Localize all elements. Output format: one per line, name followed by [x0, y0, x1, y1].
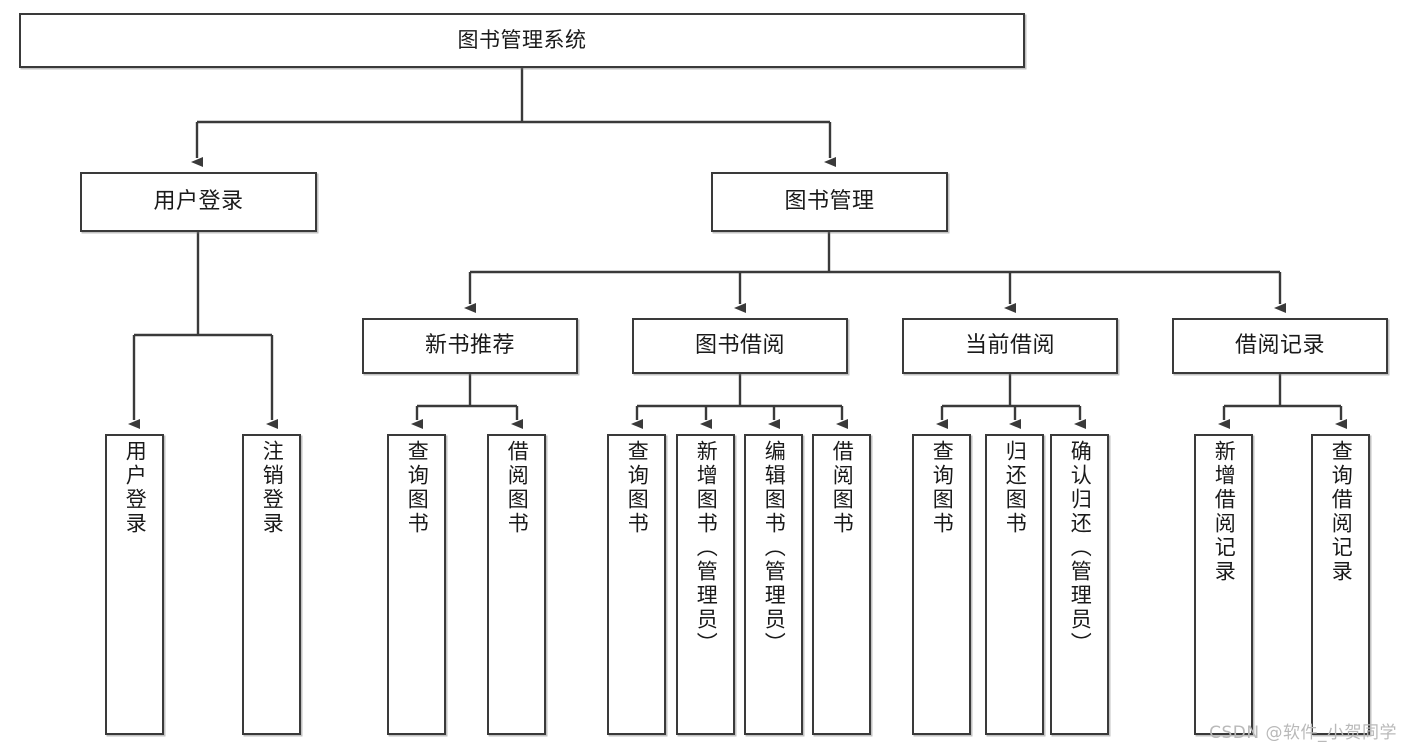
node-label: 借阅图书 — [830, 440, 855, 536]
node-borrow-records[interactable]: 借阅记录 — [1172, 318, 1388, 374]
node-label: 注销登录 — [260, 440, 285, 536]
node-leaf-query-book-borrow[interactable]: 查询图书 — [607, 434, 666, 735]
node-label: 查询借阅记录 — [1329, 440, 1354, 584]
node-label: 用户登录 — [123, 440, 148, 536]
node-new-book-recommend[interactable]: 新书推荐 — [362, 318, 578, 374]
node-label: 图书借阅 — [694, 333, 785, 359]
csdn-watermark: CSDN @软件_小贺同学 — [1209, 723, 1397, 743]
edges-book-management-to-level2 — [464, 232, 1286, 313]
edges-book-borrow-to-leaves — [631, 374, 848, 429]
node-leaf-add-borrow-record[interactable]: 新增借阅记录 — [1194, 434, 1253, 735]
node-book-borrow[interactable]: 图书借阅 — [632, 318, 848, 374]
edges-new-book-recommend-to-leaves — [411, 374, 523, 429]
node-label: 当前借阅 — [964, 333, 1055, 359]
edges-borrow-records-to-leaves — [1218, 374, 1347, 429]
node-root-system[interactable]: 图书管理系统 — [19, 13, 1025, 68]
node-label: 借阅图书 — [505, 440, 530, 536]
node-leaf-edit-book[interactable]: 编辑图书（管理员） — [744, 434, 803, 735]
node-leaf-borrow-book[interactable]: 借阅图书 — [812, 434, 871, 735]
node-leaf-user-login[interactable]: 用户登录 — [105, 434, 164, 735]
node-label: 查询图书 — [405, 440, 430, 536]
node-leaf-return-book[interactable]: 归还图书 — [985, 434, 1044, 735]
node-label: 确认归还（管理员） — [1068, 440, 1093, 656]
node-label: 归还图书 — [1003, 440, 1028, 536]
node-leaf-logout[interactable]: 注销登录 — [242, 434, 301, 735]
node-leaf-borrow-book-recommend[interactable]: 借阅图书 — [487, 434, 546, 735]
node-current-borrow[interactable]: 当前借阅 — [902, 318, 1118, 374]
node-label: 新书推荐 — [424, 333, 515, 359]
node-label: 图书管理 — [784, 189, 875, 215]
node-book-management[interactable]: 图书管理 — [711, 172, 948, 232]
edges-root-to-level1 — [191, 68, 836, 167]
node-label: 查询图书 — [625, 440, 650, 536]
node-leaf-query-book-recommend[interactable]: 查询图书 — [387, 434, 446, 735]
node-leaf-query-book-current[interactable]: 查询图书 — [912, 434, 971, 735]
node-label: 新增借阅记录 — [1212, 440, 1237, 584]
node-label: 借阅记录 — [1234, 333, 1325, 359]
node-label: 用户登录 — [153, 189, 244, 215]
node-label: 查询图书 — [930, 440, 955, 536]
edges-user-login-to-leaves — [128, 232, 278, 429]
node-leaf-add-book[interactable]: 新增图书（管理员） — [676, 434, 735, 735]
node-label: 编辑图书（管理员） — [762, 440, 787, 656]
node-label: 图书管理系统 — [457, 28, 587, 53]
edges-current-borrow-to-leaves — [936, 374, 1086, 429]
node-leaf-confirm-return[interactable]: 确认归还（管理员） — [1050, 434, 1109, 735]
node-user-login[interactable]: 用户登录 — [80, 172, 317, 232]
node-leaf-query-borrow-record[interactable]: 查询借阅记录 — [1311, 434, 1370, 735]
node-label: 新增图书（管理员） — [694, 440, 719, 656]
